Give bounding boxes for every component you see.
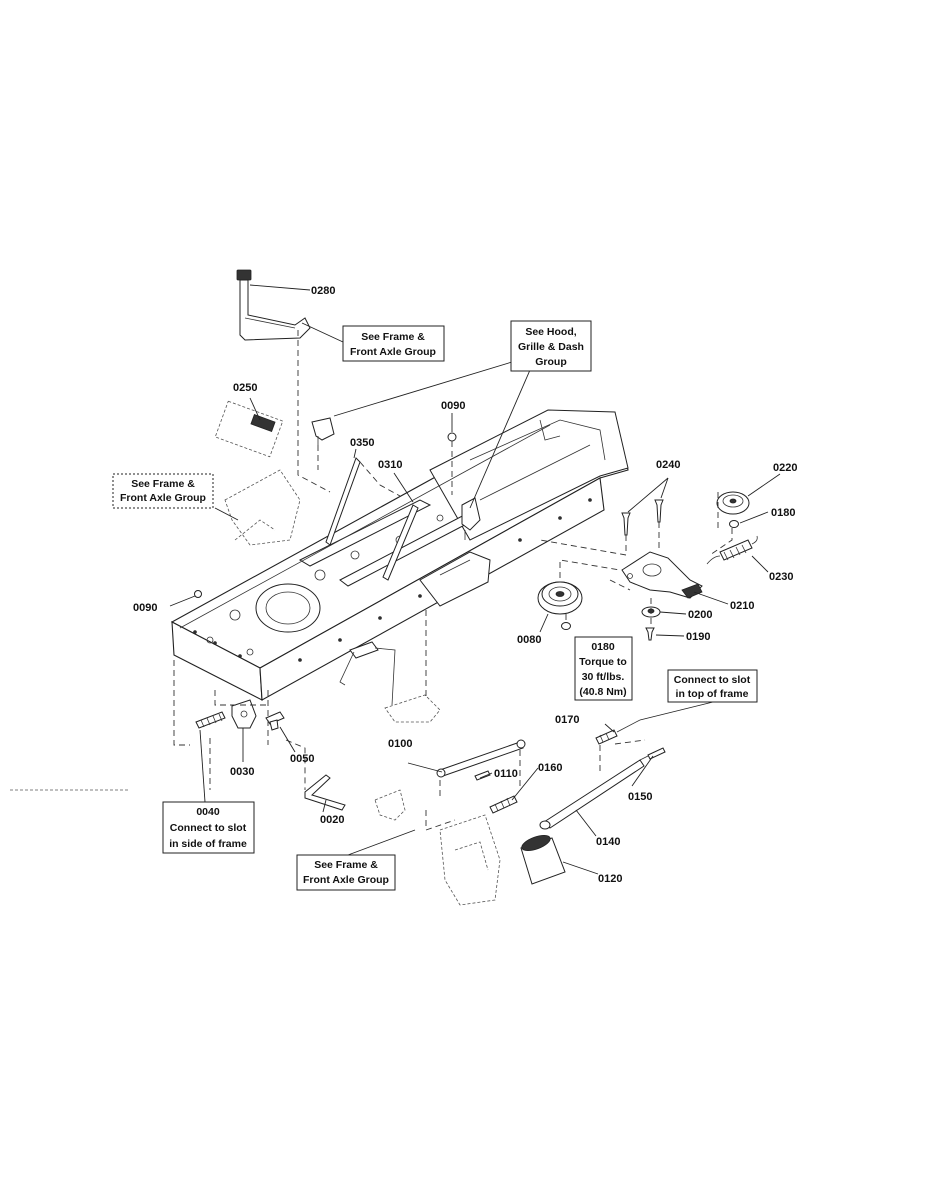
- rod-0100: [436, 739, 526, 778]
- nut-0090-top: [447, 432, 457, 442]
- callout-hood-line3: Group: [535, 356, 567, 368]
- main-frame: [170, 409, 629, 701]
- callout-0180-line2: Torque to: [579, 656, 627, 668]
- label-0160: 0160: [538, 762, 562, 774]
- callout-0040-line3: in side of frame: [169, 838, 247, 850]
- callout-frame-left-line2: Front Axle Group: [120, 492, 206, 504]
- nut-0180-lower: [561, 622, 571, 630]
- callout-0040-line2: Connect to slot: [170, 822, 247, 834]
- clip-0110: [474, 770, 491, 781]
- label-0140: 0140: [596, 836, 620, 848]
- part-labels: 0280 0250 0090 0350 0310 0240 0220 0180 …: [133, 285, 797, 885]
- callout-frame-top-line1: See Frame &: [361, 331, 425, 343]
- label-0100: 0100: [388, 738, 412, 750]
- label-0030: 0030: [230, 766, 254, 778]
- callout-0180-line3: 30 ft/lbs.: [582, 671, 625, 683]
- nut-0180-upper: [729, 520, 739, 528]
- callout-0180-torque: 0180 Torque to 30 ft/lbs. (40.8 Nm): [574, 636, 633, 701]
- label-0230: 0230: [769, 571, 793, 583]
- dashed-guides: [173, 330, 733, 831]
- callout-frame-bottom-line2: Front Axle Group: [303, 874, 389, 886]
- spring-0040: [195, 711, 226, 729]
- callout-frame-bottom-line1: See Frame &: [314, 859, 378, 871]
- callout-0180-line4: (40.8 Nm): [579, 686, 626, 698]
- label-0210: 0210: [730, 600, 754, 612]
- label-0090-left: 0090: [133, 602, 157, 614]
- label-0180-upper: 0180: [771, 507, 795, 519]
- label-0120: 0120: [598, 873, 622, 885]
- label-0050: 0050: [290, 753, 314, 765]
- label-0200: 0200: [688, 609, 712, 621]
- callout-slot-top-line2: in top of frame: [676, 688, 749, 700]
- callout-0040-line1: 0040: [196, 806, 220, 818]
- callout-hood-line2: Grille & Dash: [518, 341, 584, 353]
- callout-slot-top-line1: Connect to slot: [674, 674, 751, 686]
- bolt-pair-0240: [621, 499, 664, 536]
- label-0170: 0170: [555, 714, 579, 726]
- front-axle-outline: [439, 814, 501, 906]
- callout-frame-left-line1: See Frame &: [131, 478, 195, 490]
- drive-pulley-0080: [537, 581, 583, 615]
- spring-0170: [595, 719, 641, 745]
- label-0020: 0020: [320, 814, 344, 826]
- label-0110: 0110: [494, 768, 518, 780]
- callout-slot-top: Connect to slot in top of frame: [667, 669, 758, 703]
- callout-frame-top: See Frame & Front Axle Group: [342, 325, 445, 362]
- label-0150: 0150: [628, 791, 652, 803]
- leader-lines: [169, 284, 781, 875]
- label-0350: 0350: [350, 437, 374, 449]
- callout-hood-line1: See Hood,: [525, 326, 576, 338]
- label-0240: 0240: [656, 459, 680, 471]
- rod-0310: [382, 504, 419, 581]
- pin-0150: [647, 747, 666, 760]
- label-0190: 0190: [686, 631, 710, 643]
- frame-rivets: [193, 498, 592, 662]
- brake-pedal-assembly: [236, 269, 311, 341]
- label-0310: 0310: [378, 459, 402, 471]
- callout-0180-line1: 0180: [591, 641, 615, 653]
- bracket-0030: [231, 699, 257, 729]
- lower-bracket-outline: [384, 694, 441, 723]
- spring-0160: [489, 795, 518, 814]
- callout-hood: See Hood, Grille & Dash Group: [510, 320, 592, 372]
- idler-pulley-0220: [716, 491, 750, 515]
- callout-frame-top-line2: Front Axle Group: [350, 346, 436, 358]
- spring-0230: [706, 535, 758, 565]
- bolt-0190: [645, 627, 655, 641]
- pedal-pad: [214, 400, 284, 458]
- label-0080: 0080: [517, 634, 541, 646]
- label-0280: 0280: [311, 285, 335, 297]
- label-0250: 0250: [233, 382, 257, 394]
- dash-bracket: [311, 417, 335, 445]
- idler-bracket-0210: [621, 551, 703, 599]
- pedal-grip-0120: [520, 834, 566, 885]
- throttle-bracket: [461, 497, 481, 540]
- left-bracket-outline: [224, 469, 301, 546]
- callout-frame-left: See Frame & Front Axle Group: [112, 473, 214, 509]
- nut-0090-left: [194, 590, 202, 598]
- callout-frame-bottom: See Frame & Front Axle Group: [296, 854, 396, 891]
- rod-0350: [325, 457, 361, 546]
- bolt-0050: [265, 711, 285, 731]
- rod-0140: [539, 755, 649, 830]
- label-0220: 0220: [773, 462, 797, 474]
- callout-0040-slot-side: 0040 Connect to slot in side of frame: [162, 801, 255, 854]
- label-0090-top: 0090: [441, 400, 465, 412]
